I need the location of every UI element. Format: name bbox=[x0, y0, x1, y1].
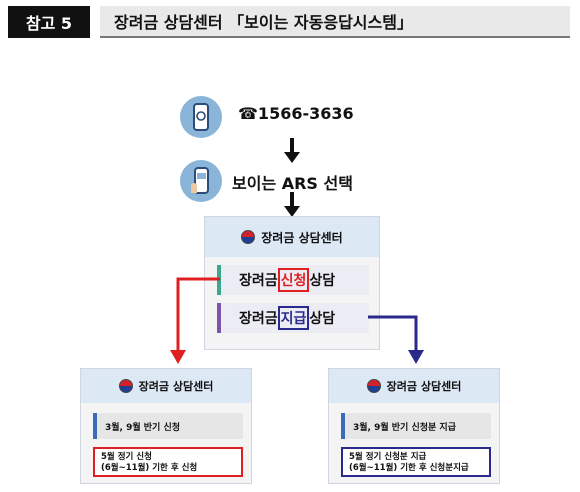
apply-suffix: 상담 bbox=[309, 273, 336, 289]
pay-connector-line bbox=[368, 315, 418, 352]
apply-regular-line2: (6월~11월) 기한 후 신청 bbox=[101, 463, 198, 473]
header: 참고 5 장려금 상담센터 「보이는 자동응답시스템」 bbox=[0, 0, 580, 46]
apply-prefix: 장려금 bbox=[239, 273, 278, 289]
apply-connector-line bbox=[176, 277, 220, 352]
phone-call-icon bbox=[180, 96, 222, 138]
mobile-ars-icon bbox=[180, 160, 222, 202]
pay-prefix: 장려금 bbox=[239, 311, 278, 327]
taegeuk-logo-icon bbox=[366, 379, 381, 393]
page-title: 장려금 상담센터 「보이는 자동응답시스템」 bbox=[100, 6, 570, 38]
payment-detail-box: 장려금 상담센터 3월, 9월 반기 신청분 지급 5월 정기 신청분 지급 (… bbox=[328, 368, 500, 484]
center-title: 장려금 상담센터 bbox=[261, 230, 343, 245]
down-arrow-icon bbox=[284, 138, 300, 163]
apply-option-regular[interactable]: 5월 정기 신청 (6월~11월) 기한 후 신청 bbox=[93, 447, 243, 477]
pay-highlight: 지급 bbox=[277, 306, 310, 330]
payment-box-header: 장려금 상담센터 bbox=[329, 369, 499, 403]
apply-box-title: 장려금 상담센터 bbox=[138, 380, 214, 393]
apply-regular-line1: 5월 정기 신청 bbox=[101, 452, 152, 462]
payment-box-title: 장려금 상담센터 bbox=[386, 380, 462, 393]
center-header: 장려금 상담센터 bbox=[205, 217, 379, 257]
reference-badge: 참고 5 bbox=[8, 6, 90, 38]
payment-regular-line1: 5월 정기 신청분 지급 bbox=[349, 452, 427, 462]
apply-option-semiannual[interactable]: 3월, 9월 반기 신청 bbox=[93, 413, 243, 439]
pay-suffix: 상담 bbox=[309, 311, 336, 327]
apply-box-header: 장려금 상담센터 bbox=[81, 369, 251, 403]
payment-option-regular[interactable]: 5월 정기 신청분 지급 (6월~11월) 기한 후 신청분지급 bbox=[341, 447, 491, 477]
apply-highlight: 신청 bbox=[277, 268, 310, 292]
payment-option-semiannual[interactable]: 3월, 9월 반기 신청분 지급 bbox=[341, 413, 491, 439]
pay-arrowhead-icon bbox=[408, 350, 424, 364]
ars-select-label: 보이는 ARS 선택 bbox=[232, 174, 353, 193]
payment-regular-line2: (6월~11월) 기한 후 신청분지급 bbox=[349, 463, 469, 473]
phone-number: ☎1566-3636 bbox=[238, 104, 354, 123]
apply-arrowhead-icon bbox=[170, 350, 186, 364]
taegeuk-logo-icon bbox=[241, 230, 256, 244]
taegeuk-logo-icon bbox=[118, 379, 133, 393]
apply-detail-box: 장려금 상담센터 3월, 9월 반기 신청 5월 정기 신청 (6월~11월) … bbox=[80, 368, 252, 484]
down-arrow-icon bbox=[284, 192, 300, 217]
